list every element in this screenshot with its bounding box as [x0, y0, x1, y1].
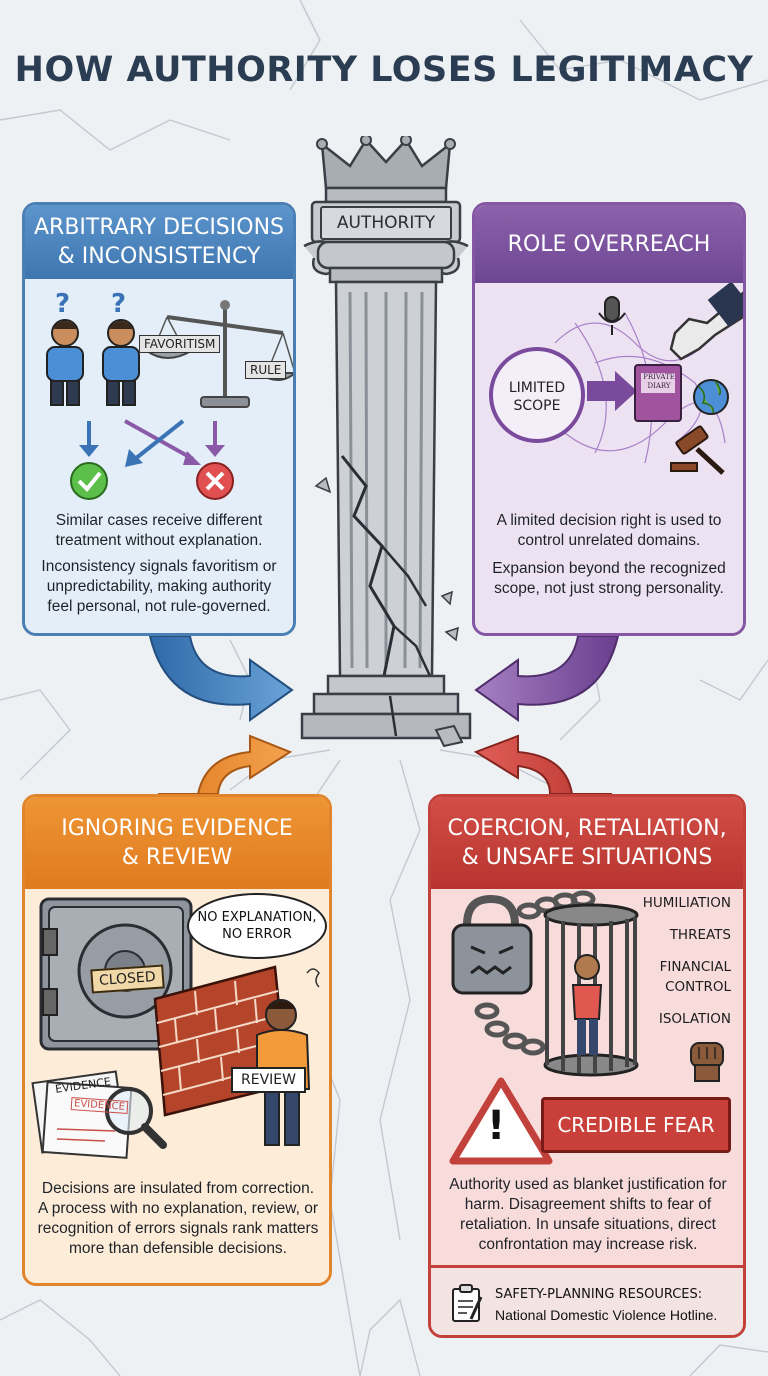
panel-arbitrary-title-line1: ARBITRARY DECISIONS [34, 215, 284, 240]
panel-overreach-body: LIMITED SCOPE PRIVATE DIARY A limited de… [475, 283, 743, 633]
question-mark-icon: ? [55, 289, 71, 319]
panel-evidence-header: IGNORING EVIDENCE & REVIEW [25, 797, 329, 889]
panel-arbitrary-title-line2: & INCONSISTENCY [57, 244, 261, 269]
diary-label: PRIVATE DIARY [639, 373, 679, 391]
panel-evidence-text: Decisions are insulated from correction.… [37, 1180, 319, 1257]
panel-ignoring-evidence: IGNORING EVIDENCE & REVIEW [22, 794, 332, 1286]
panel-coercion-text: Authority used as blanket justification … [449, 1176, 727, 1253]
gavel-icon [670, 425, 725, 475]
authority-pillar [300, 136, 472, 748]
harm-item-financial: FINANCIAL [659, 959, 731, 975]
panel-overreach-title: ROLE OVERREACH [507, 231, 711, 257]
panel-evidence-title-line2: & REVIEW [121, 845, 233, 870]
resource-title: SAFETY-PLANNING RESOURCES: [495, 1287, 703, 1302]
limited-scope-line1: LIMITED [508, 380, 566, 396]
page-title: HOW AUTHORITY LOSES LEGITIMACY [14, 50, 754, 90]
limited-scope-label: LIMITED SCOPE [499, 379, 575, 415]
justice-scale-icon [145, 300, 293, 408]
scale-label-rule: RULE [245, 361, 287, 379]
cage-icon [543, 903, 639, 1077]
warning-exclamation: ! [487, 1103, 506, 1149]
harm-item-humiliation: HUMILIATION [642, 895, 731, 911]
reaching-hand-icon [669, 283, 743, 361]
panel-arbitrary-body: ? ? FAVORITISM RULE [25, 279, 293, 633]
arrow-blue [148, 635, 294, 722]
diary-label-line2: DIARY [647, 382, 671, 390]
scale-label-favoritism: FAVORITISM [139, 335, 221, 353]
confused-people-icon [46, 319, 140, 406]
speech-bubble-line2: NO ERROR [222, 927, 292, 942]
harm-item-control: CONTROL [665, 979, 731, 995]
panel-coercion-header: COERCION, RETALIATION, & UNSAFE SITUATIO… [431, 797, 743, 889]
speech-bubble-line1: NO EXPLANATION, [197, 910, 317, 925]
resource-box [431, 1265, 743, 1335]
coercion-illustration [451, 890, 639, 1077]
arrow-purple [474, 635, 620, 722]
harm-item-threats: THREATS [669, 927, 731, 943]
panel-arbitrary-decisions: ARBITRARY DECISIONS & INCONSISTENCY ? ? [22, 202, 296, 636]
warning-triangle-icon [449, 1077, 553, 1165]
diary-icon [634, 364, 682, 422]
panel-arbitrary-header: ARBITRARY DECISIONS & INCONSISTENCY [25, 205, 293, 279]
raised-fist-icon [690, 1042, 724, 1082]
panel-arbitrary-text-2: Inconsistency signals favoritism or unpr… [41, 558, 277, 615]
evidence-illustration [31, 897, 320, 1159]
vault-closed-sign: CLOSED [90, 964, 165, 994]
panel-coercion-title-line2: & UNSAFE SITUATIONS [461, 845, 713, 870]
arrow-orange [158, 734, 293, 795]
panel-coercion-title-line1: COERCION, RETALIATION, [447, 816, 727, 841]
overreach-illustration [489, 283, 743, 475]
review-sign: REVIEW [231, 1067, 306, 1093]
panel-overreach-header: ROLE OVERREACH [475, 205, 743, 283]
panel-coercion-body: HUMILIATION THREATS FINANCIAL CONTROL IS… [431, 889, 743, 1335]
panel-evidence-body: NO EXPLANATION, NO ERROR CLOSED REVIEW E… [25, 889, 329, 1283]
magnifying-glass-icon [105, 1087, 167, 1149]
pillar-label-plate: AUTHORITY [320, 206, 452, 240]
credible-fear-banner: CREDIBLE FEAR [541, 1097, 731, 1153]
panel-arbitrary-text-1: Similar cases receive different treatmen… [55, 512, 263, 549]
diary-label-line1: PRIVATE [643, 373, 675, 381]
crown-icon [316, 136, 456, 204]
arrow-red [473, 734, 612, 795]
angry-padlock-icon [451, 894, 533, 995]
resource-text: National Domestic Violence Hotline. [495, 1307, 718, 1323]
limited-scope-line2: SCOPE [513, 398, 561, 414]
panel-overreach-text-2: Expansion beyond the recognized scope, n… [492, 560, 726, 597]
panel-coercion: COERCION, RETALIATION, & UNSAFE SITUATIO… [428, 794, 746, 1338]
question-mark-icon: ? [111, 289, 127, 319]
panel-overreach-text-1: A limited decision right is used to cont… [496, 512, 722, 549]
panel-role-overreach: ROLE OVERREACH [472, 202, 746, 636]
clipboard-icon [452, 1284, 483, 1322]
outcome-arrows-icon [70, 419, 234, 500]
globe-icon [693, 379, 729, 415]
panel-evidence-title-line1: IGNORING EVIDENCE [61, 816, 293, 841]
pillar-label: AUTHORITY [336, 213, 436, 233]
speech-bubble: NO EXPLANATION, NO ERROR [187, 893, 327, 959]
microphone-icon [598, 296, 626, 335]
harm-item-isolation: ISOLATION [658, 1011, 731, 1027]
